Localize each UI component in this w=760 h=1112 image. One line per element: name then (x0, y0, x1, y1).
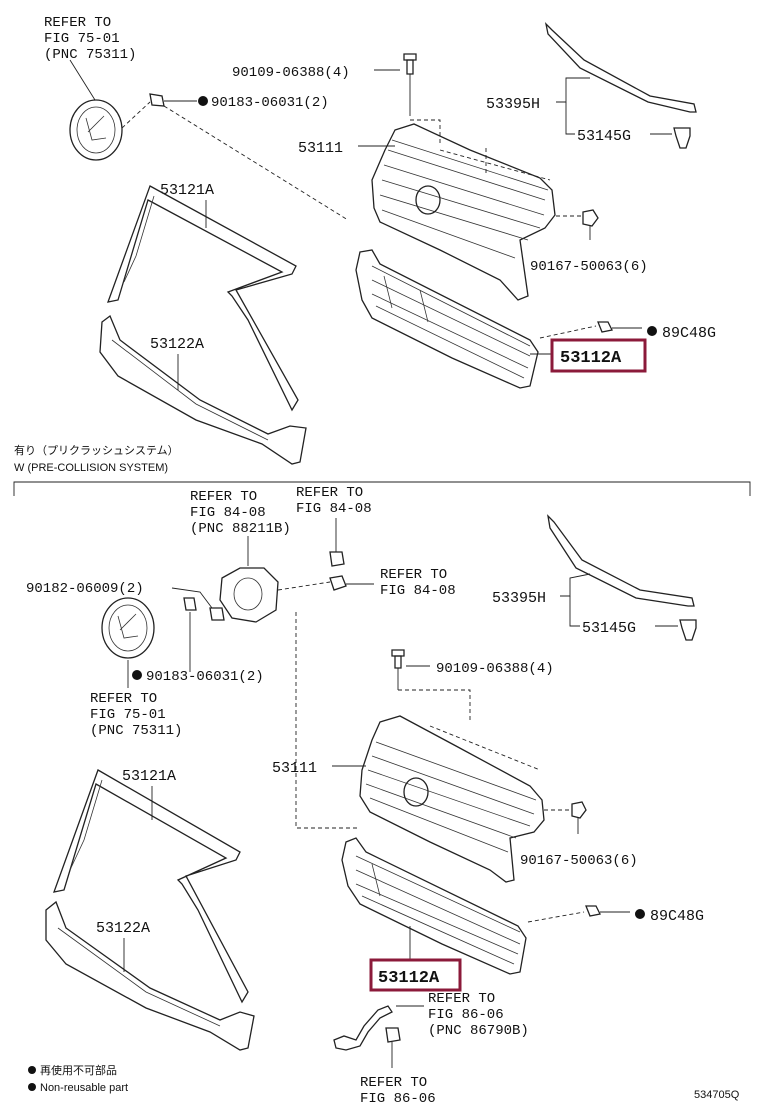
top-emblem-leader (69, 59, 96, 101)
legend-en: Non-reusable part (40, 1082, 128, 1094)
bottom-sensor-dash (295, 612, 360, 829)
top-bolt-part[interactable] (403, 53, 417, 75)
bottom-bolt-label: 90109-06388(4) (436, 661, 554, 677)
bottom-grille-insert-part[interactable] (341, 837, 527, 975)
top-clip-leader-a (565, 102, 575, 135)
top-nonreusable-dot-2 (647, 326, 657, 336)
bottom-grommet-part[interactable] (183, 597, 197, 611)
bottom-ref-line2: FIG 86-06 (360, 1091, 436, 1107)
figure-code: 534705Q (694, 1089, 740, 1101)
top-grommet-part[interactable] (149, 93, 165, 107)
top-variant-en: W (PRE-COLLISION SYSTEM) (14, 462, 168, 474)
bottom-connector-part[interactable] (385, 1027, 401, 1043)
bottom-harness-ref-line3: (PNC 86790B) (428, 1023, 529, 1039)
bottom-ref-line1: REFER TO (360, 1075, 427, 1091)
bottom-bolt-part[interactable] (391, 649, 405, 669)
top-strip-part[interactable] (544, 22, 697, 113)
bottom-bolt2-label: 90182-06009(2) (26, 581, 144, 597)
bottom-bracket-ref-a-line2: FIG 84-08 (296, 501, 372, 517)
top-bolt-label: 90109-06388(4) (232, 65, 350, 81)
bottom-harness-ref-line2: FIG 86-06 (428, 1007, 504, 1023)
bottom-strip-leader (560, 573, 591, 597)
bottom-sensor-ref-line1: REFER TO (190, 489, 257, 505)
bottom-screw-part[interactable] (585, 905, 601, 917)
top-emblem-ref-line1: REFER TO (44, 15, 111, 31)
top-grille-part[interactable] (371, 123, 556, 301)
top-nut-part[interactable] (582, 209, 599, 227)
bottom-bracket-ref-b-line2: FIG 84-08 (380, 583, 456, 599)
bottom-sensor-ref-line2: FIG 84-08 (190, 505, 266, 521)
bottom-clip-label: 53145G (582, 620, 636, 637)
bottom-grille-label: 53111 (272, 760, 317, 777)
bottom-emblem-ref-line3: (PNC 75311) (90, 723, 182, 739)
bottom-bolt-dash (398, 689, 471, 720)
bottom-bracket-ref-a-line1: REFER TO (296, 485, 363, 501)
legend-dot-en (28, 1083, 36, 1091)
top-molding-upper-label: 53121A (160, 182, 214, 199)
top-nonreusable-dot-1 (198, 96, 208, 106)
bottom-nonreusable-dot-1 (132, 670, 142, 680)
top-grille-label: 53111 (298, 140, 343, 157)
top-emblem-ref-line3: (PNC 75311) (44, 47, 136, 63)
top-clip-part[interactable] (673, 127, 691, 149)
bottom-bolt2-part[interactable] (209, 607, 225, 621)
bottom-harness-ref-line1: REFER TO (428, 991, 495, 1007)
bottom-emblem-ref-line1: REFER TO (90, 691, 157, 707)
top-emblem-part[interactable] (69, 99, 123, 161)
bottom-sensor-part[interactable] (219, 567, 331, 623)
top-molding-lower-part[interactable] (99, 314, 307, 465)
top-clip-label: 53145G (577, 128, 631, 145)
bottom-bolt2-leader (171, 587, 213, 609)
bottom-nonreusable-dot-2 (635, 909, 645, 919)
top-bolt-dash (410, 119, 441, 145)
bottom-nut-label: 90167-50063(6) (520, 853, 638, 869)
bottom-section: REFER TO FIG 84-08 (PNC 88211B) REFER TO… (26, 485, 704, 1107)
bottom-clip-part[interactable] (679, 619, 697, 641)
top-grille-insert-part[interactable] (355, 249, 539, 389)
legend: 再使用不可部品 Non-reusable part (28, 1063, 128, 1094)
top-screw-dash (539, 325, 597, 339)
top-molding-lower-label: 53122A (150, 336, 204, 353)
bottom-bracket-ref-b-line1: REFER TO (380, 567, 447, 583)
legend-jp: 再使用不可部品 (40, 1063, 117, 1077)
top-grommet-dash (163, 105, 349, 221)
bottom-highlight-label[interactable]: 53112A (378, 969, 440, 988)
bottom-sensor-ref-line3: (PNC 88211B) (190, 521, 291, 537)
bottom-screw-dash (527, 911, 585, 923)
top-nut-label: 90167-50063(6) (530, 259, 648, 275)
top-section: REFER TO FIG 75-01 (PNC 75311) 90183-060… (14, 15, 716, 474)
top-highlight-label[interactable]: 53112A (560, 349, 622, 368)
top-emblem-dash (121, 101, 151, 129)
top-screw-part[interactable] (597, 321, 613, 333)
bottom-nut-a-part[interactable] (329, 551, 345, 567)
legend-dot-jp (28, 1066, 36, 1074)
bottom-emblem-ref-line2: FIG 75-01 (90, 707, 166, 723)
bottom-nut-part[interactable] (571, 801, 587, 819)
top-strip-label: 53395H (486, 96, 540, 113)
section-divider (13, 481, 751, 496)
bottom-screw-label: 89C48G (650, 908, 704, 925)
bottom-nut-b-part[interactable] (329, 575, 347, 591)
bottom-molding-lower-part[interactable] (45, 900, 255, 1051)
bottom-highlight-box (369, 958, 462, 992)
bottom-emblem-part[interactable] (101, 597, 155, 659)
top-variant-jp: 有り（プリクラッシュシステム） (14, 443, 179, 457)
bottom-molding-upper-part[interactable] (52, 769, 249, 1004)
bottom-molding-upper-label: 53121A (122, 768, 176, 785)
top-screw-label: 89C48G (662, 325, 716, 342)
bottom-molding-lower-label: 53122A (96, 920, 150, 937)
top-molding-upper-part[interactable] (106, 185, 299, 412)
top-strip-leader (556, 77, 590, 103)
top-grommet-label: 90183-06031(2) (211, 95, 329, 111)
bottom-strip-label: 53395H (492, 590, 546, 607)
bottom-grommet-label: 90183-06031(2) (146, 669, 264, 685)
bottom-harness-part[interactable] (333, 1005, 393, 1051)
top-highlight-box (550, 338, 647, 373)
bottom-strip-part[interactable] (547, 514, 695, 607)
bottom-clip-leader-a (569, 596, 580, 627)
top-emblem-ref-line2: FIG 75-01 (44, 31, 120, 47)
bottom-grille-part[interactable] (359, 715, 545, 883)
